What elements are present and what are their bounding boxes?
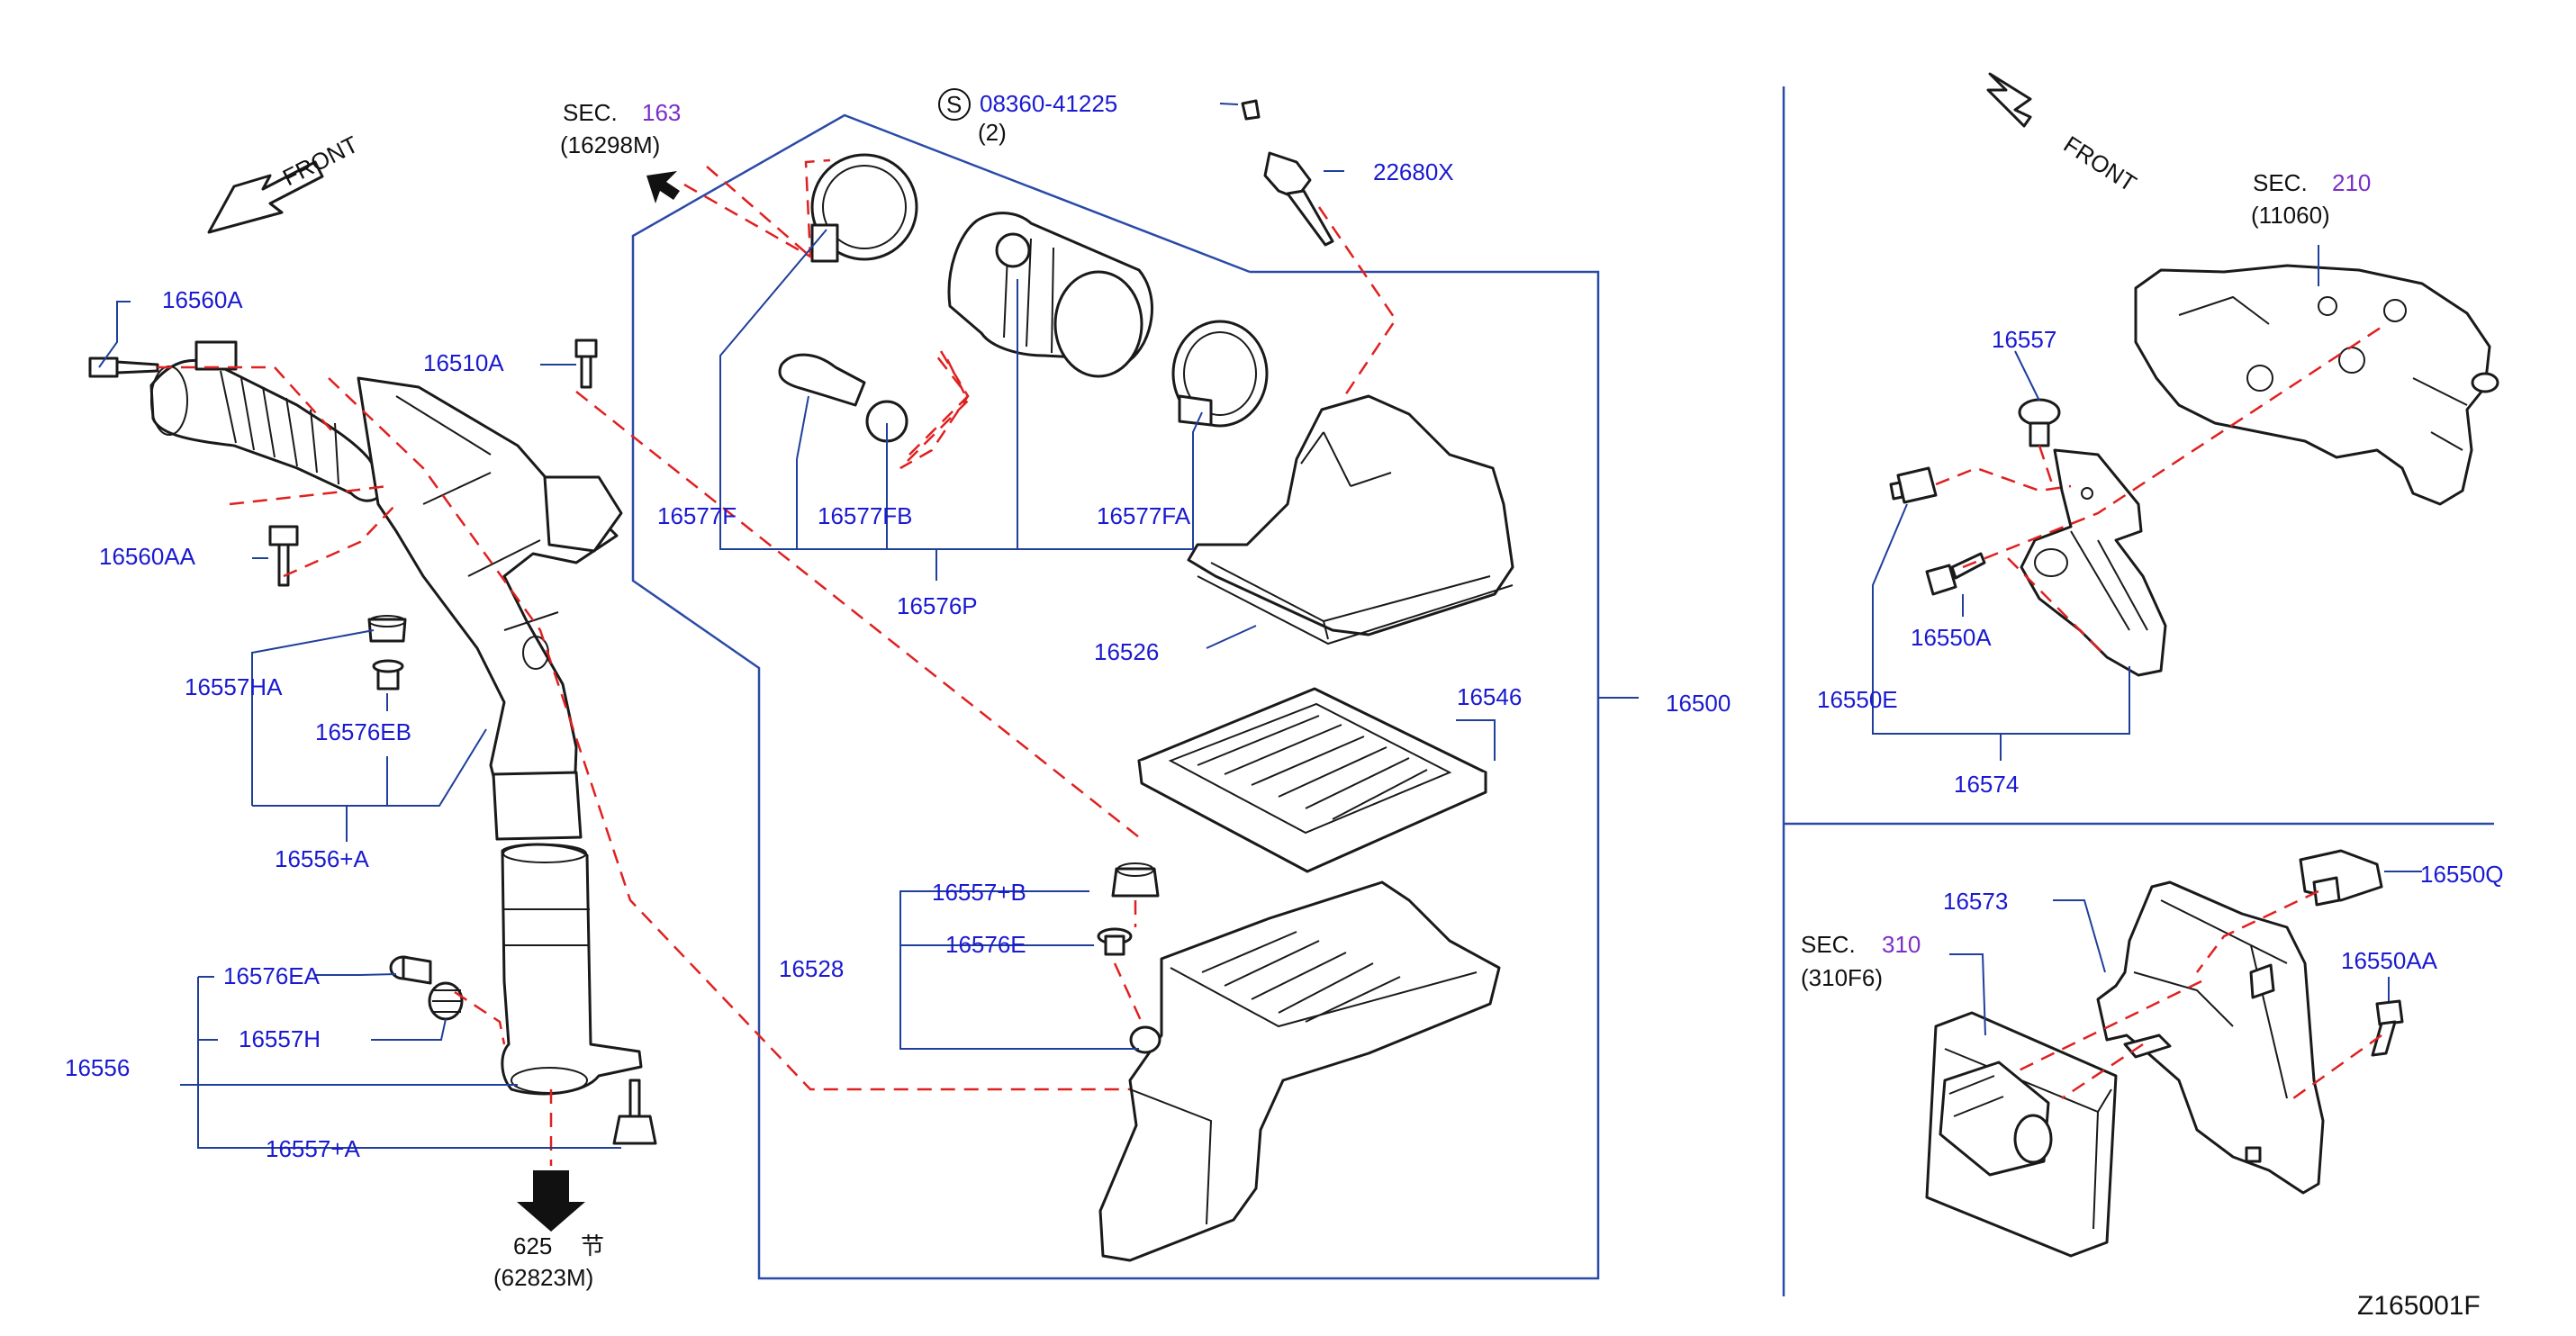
label-16560AA: 16560AA (99, 543, 196, 570)
sec210-ref: (11060) (2251, 202, 2330, 229)
sec163-arrow-icon (646, 171, 680, 203)
label-16576EB: 16576EB (315, 718, 411, 745)
sec625-ref: (62823M) (493, 1264, 593, 1291)
label-16576P: 16576P (897, 592, 978, 619)
label-22680X: 22680X (1373, 158, 1454, 185)
label-16550Q: 16550Q (2420, 861, 2504, 888)
label-16550E: 16550E (1817, 686, 1898, 713)
label-16573: 16573 (1943, 888, 2008, 915)
bolt-16550AA-icon (2371, 999, 2404, 1057)
label-16557HA: 16557HA (185, 673, 283, 700)
std-part-symbol-icon (938, 88, 971, 121)
std-part-number: 08360-41225 (980, 90, 1117, 117)
grommet-16557pA-icon (612, 1079, 657, 1145)
std-part-symbol: S (946, 91, 962, 118)
label-16557-plus-A: 16557+A (266, 1135, 360, 1162)
clip-16550Q-icon (2299, 849, 2383, 907)
clamp-16577FA-icon (1171, 320, 1269, 428)
assembly-frame-16500 (631, 113, 1600, 1280)
sec310-prefix: SEC. (1801, 931, 1856, 958)
air-cleaner-cover-16526 (1187, 394, 1514, 645)
sec625-glyph: 节 (581, 1232, 604, 1259)
sec210-prefix: SEC. (2253, 169, 2308, 196)
label-16550AA: 16550AA (2341, 947, 2438, 974)
label-16557-plus-B: 16557+B (932, 879, 1026, 906)
label-16510A: 16510A (423, 349, 504, 376)
label-16556: 16556 (65, 1054, 130, 1081)
collar-16576E-icon (1097, 927, 1133, 956)
label-16576EA: 16576EA (223, 962, 321, 989)
sec163-number[interactable]: 163 (642, 99, 681, 126)
sec210-number[interactable]: 210 (2332, 169, 2371, 196)
bracket-16574 (2020, 448, 2167, 677)
label-16574: 16574 (1954, 771, 2019, 798)
grommet-16557H-icon (428, 981, 464, 1021)
bolt-16560A-icon (88, 357, 159, 378)
sec163-prefix: SEC. (563, 99, 618, 126)
front-arrow-right-icon (1986, 72, 2032, 128)
diagram-id: Z165001F (2357, 1291, 2481, 1321)
resonator-duct (357, 376, 623, 841)
front-label-right: FRONT (2059, 131, 2142, 197)
sec163-ref: (16298M) (560, 131, 660, 158)
intake-duct-lower (501, 843, 643, 1096)
clamp-16577F-icon (810, 153, 918, 263)
sec310-number[interactable]: 310 (1882, 931, 1921, 958)
sec625-number: 625 (513, 1232, 552, 1259)
label-16546: 16546 (1457, 683, 1522, 710)
front-arrow-left-icon (207, 160, 324, 234)
label-16500: 16500 (1666, 690, 1731, 717)
label-16526: 16526 (1094, 638, 1159, 665)
label-16577FA: 16577FA (1097, 502, 1191, 529)
ecm-bracket-16573 (2096, 880, 2325, 1195)
intake-duct-upper (149, 340, 389, 502)
grommet-16557HA-icon (367, 615, 407, 643)
bolt-16560AA-icon (268, 525, 299, 587)
air-cleaner-case-16528 (1098, 880, 1501, 1262)
engine-part-sec210 (2134, 264, 2499, 506)
clip-16557-icon (2018, 398, 2061, 447)
air-hose-16576P (947, 212, 1153, 378)
std-part-qty: (2) (978, 119, 1007, 146)
label-16550A: 16550A (1911, 624, 1992, 651)
label-16577FB: 16577FB (818, 502, 913, 529)
down-arrow-icon (517, 1170, 585, 1232)
label-16560A: 16560A (162, 286, 243, 313)
filter-element-16546 (1137, 687, 1487, 873)
bolt-16510A-icon (574, 339, 598, 389)
sensor-22680X-icon (1241, 99, 1334, 247)
label-16528: 16528 (779, 955, 844, 982)
collar-16576EB-icon (372, 659, 404, 691)
label-16557H: 16557H (239, 1025, 321, 1052)
label-16557: 16557 (1992, 326, 2056, 353)
ecm-module-sec310 (1925, 1011, 2118, 1258)
collar-16576EA-icon (389, 955, 432, 985)
sec310-ref: (310F6) (1801, 964, 1883, 991)
pcv-hose-16577FB-icon (778, 353, 908, 443)
clip-16550E-icon (1889, 466, 1938, 504)
label-16577F: 16577F (657, 502, 737, 529)
front-label-left: FRONT (278, 131, 363, 191)
label-16556-A: 16556+A (275, 845, 369, 872)
label-16576E: 16576E (945, 931, 1026, 958)
bolt-16550A-icon (1925, 552, 1986, 596)
grommet-16557B-icon (1111, 862, 1160, 898)
